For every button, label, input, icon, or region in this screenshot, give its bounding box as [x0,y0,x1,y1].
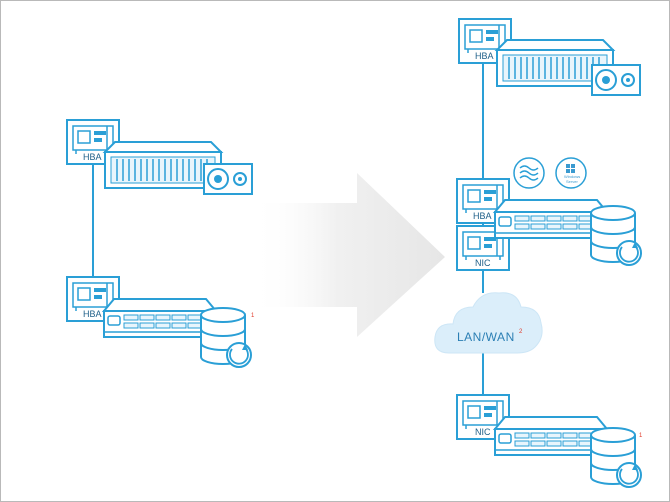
hba-label: HBA [475,51,494,61]
database-backup-icon [590,205,642,266]
left-hba-bottom: HBA [66,276,120,322]
cloud-icon [434,292,543,354]
left-hba-top: HBA [66,119,120,165]
migration-arrow-icon [251,173,445,337]
tape-drive-icon [203,163,253,195]
nic-label: NIC [475,258,491,268]
database-backup-icon [590,427,642,488]
windows-server-logo-icon: Windows Server [555,157,587,189]
right-nic-bottom: NIC [456,394,510,440]
windows-logo-text-2: Server [566,179,578,184]
lan-wan-label: LAN/WAN [457,330,515,344]
lan-wan-note: 2 [519,329,523,335]
right-hba-mid: HBA [456,178,510,224]
tape-drive-icon [591,64,641,96]
windows-logo-text-1: Windows [564,174,580,179]
server-icon [103,298,217,338]
note-marker: 1 [251,313,255,319]
hba-label: HBA [473,211,492,221]
right-hba-top: HBA [458,18,512,64]
hba-label: HBA [83,152,102,162]
note-marker: 1 [639,433,643,439]
hba-label: HBA [83,309,102,319]
right-nic-mid: NIC [456,225,510,271]
database-backup-icon [200,307,252,368]
nic-label: NIC [475,427,491,437]
wave-logo-icon [513,157,545,189]
